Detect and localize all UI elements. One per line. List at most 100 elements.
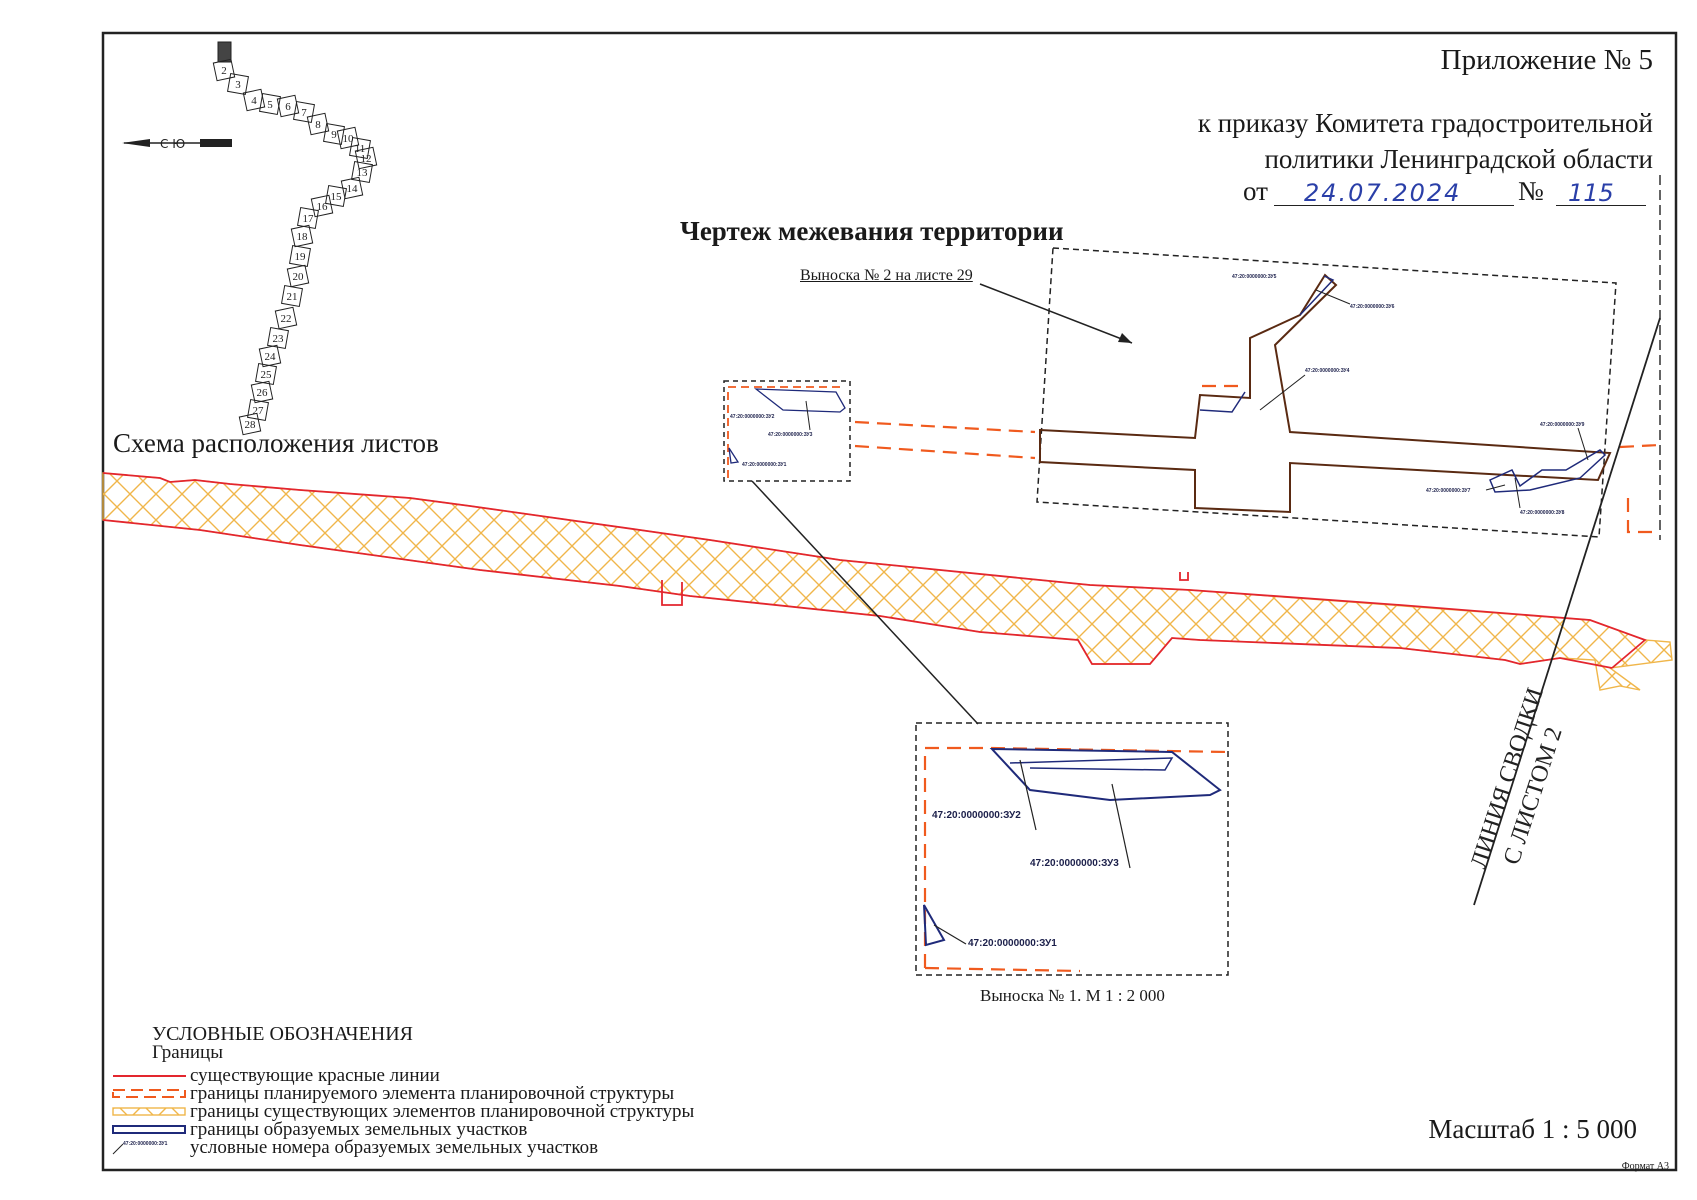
scheme-sheet-number: 12 [361,153,372,165]
order-number: 115 [1568,179,1614,207]
north-arrow-icon: С Ю [122,137,232,151]
scheme-sheet-number: 23 [273,333,285,345]
callout-1-leader [751,480,979,725]
scheme-sheet-number: 11 [355,143,366,155]
scheme-sheet-box [250,380,274,404]
scheme-sheet-box [290,224,314,248]
scheme-sheet-number: 17 [303,213,315,225]
date-underline [1274,205,1514,206]
scheme-sheet-box [324,184,348,208]
legend-item-existing-elements: границы существующих элементов планирово… [190,1101,695,1122]
scheme-sheet-box [276,94,300,118]
scheme-sheet-number: 25 [261,369,273,381]
scheme-sheet-box [274,306,298,330]
order-line-2: политики Ленинградской области [1264,144,1653,174]
scheme-sheet-box [266,326,290,350]
junction-label: ЛИНИЯ СВОДКИ С ЛИСТОМ 2 [1466,685,1568,872]
scheme-sheet-1 [217,41,232,63]
label-zu1-small: 47:20:0000000:ЗУ1 [742,462,787,468]
scheme-sheet-box [292,100,316,124]
legend-item-parcel-numbers: условные номера образуемых земельных уча… [190,1137,599,1158]
scheme-sheet-box [288,244,312,268]
scheme-sheet-box [336,126,360,150]
scheme-sheet-box [238,412,262,436]
label-zu4: 47:20:0000000:ЗУ4 [1305,368,1350,374]
junction-line [1473,317,1661,906]
scheme-sheet-number: 27 [253,405,265,417]
legend-sample-label: 47:20:0000000:ЗУ1 [123,1141,168,1147]
scheme-sheet-number: 28 [245,419,257,431]
scheme-sheet-number: 3 [235,79,241,91]
legend-symbols: 47:20:0000000:ЗУ1 [112,1075,186,1155]
scheme-sheet-number: 6 [285,101,291,113]
label-zu2-small: 47:20:0000000:ЗУ2 [730,414,775,420]
callout-2-leader [979,283,1133,344]
scheme-label: Схема расположения листов [113,428,439,458]
scheme-sheet-number: 4 [251,95,257,107]
label-zu6: 47:20:0000000:ЗУ6 [1350,304,1395,310]
callout-1-small-box [723,380,851,482]
scheme-sheet-box [286,264,310,288]
scheme-sheet-number: 8 [315,119,321,131]
scheme-sheet-box [296,206,320,230]
scheme-sheet-number: 9 [331,129,337,141]
scheme-sheet-box [280,284,304,308]
callout-2-label: Выноска № 2 на листе 29 [800,267,973,284]
sheet-frame [101,31,1678,1172]
label-zu2: 47:20:0000000:ЗУ2 [932,810,1021,821]
scheme-sheet-number: 15 [331,191,343,203]
callout-1-enlarged [915,722,1229,976]
scheme-sheet-number: 2 [221,65,227,77]
scheme-sheet-box [348,136,372,160]
scheme-sheet-box [354,146,378,170]
legend-item-red-lines: существующие красные линии [190,1065,440,1086]
label-zu3-small: 47:20:0000000:ЗУ3 [768,432,813,438]
scheme-sheet-box [226,72,250,96]
existing-planning-elements [102,472,1673,691]
order-line-1: к приказу Комитета градостроительной [1197,108,1653,138]
scheme-sheet-box [246,398,270,422]
scheme-sheet-number: 18 [297,231,309,243]
svg-text:С Ю: С Ю [160,137,185,151]
scheme-sheet-number: 7 [301,107,307,119]
legend-item-planned-boundary: границы планируемого элемента планировоч… [190,1083,675,1104]
scheme-sheet-box [254,362,278,386]
scheme-sheet-number: 13 [357,167,369,179]
appendix-label: Приложение № 5 [1440,44,1653,76]
callout-2-box [1036,247,1617,538]
label-zu8: 47:20:0000000:ЗУ8 [1520,510,1565,516]
scheme-sheet-number: 22 [281,313,292,325]
legend-item-parcels: границы образуемых земельных участков [190,1119,528,1140]
legend-subtitle: Границы [152,1042,223,1063]
scheme-sheet-number: 5 [267,99,273,111]
label-zu9: 47:20:0000000:ЗУ9 [1540,422,1585,428]
scheme-sheet-number: 26 [257,387,269,399]
format-label: Формат А3 [1621,1161,1669,1172]
scheme-sheet-number: 16 [317,201,329,213]
scheme-sheet-box [340,176,364,200]
scheme-sheet-number: 19 [295,251,307,263]
scale-label: Масштаб 1 : 5 000 [1428,1114,1637,1144]
red-lines [102,472,1647,669]
scheme-sheet-box [350,160,374,184]
label-zu3: 47:20:0000000:ЗУ3 [1030,858,1119,869]
scheme-sheet-number: 24 [265,351,277,363]
planned-element-boundary [854,384,1661,534]
scheme-sheet-number: 20 [293,271,305,283]
from-label: от [1243,176,1268,206]
scheme-sheet-number: 21 [287,291,298,303]
scheme-sheet-box [322,122,346,146]
scheme-sheet-number: 10 [343,133,355,145]
label-zu5: 47:20:0000000:ЗУ5 [1232,274,1277,280]
number-label: № [1518,176,1544,206]
scheme-sheet-box [306,112,330,136]
label-zu1: 47:20:0000000:ЗУ1 [968,938,1057,949]
drawing-title: Чертеж межевания территории [680,216,1064,246]
callout-2-arrow-icon [1118,333,1132,343]
scheme-sheet-number: 14 [347,183,359,195]
label-zu7: 47:20:0000000:ЗУ7 [1426,488,1471,494]
order-date: 24.07.2024 [1304,179,1462,207]
scheme-sheet-box [258,344,282,368]
